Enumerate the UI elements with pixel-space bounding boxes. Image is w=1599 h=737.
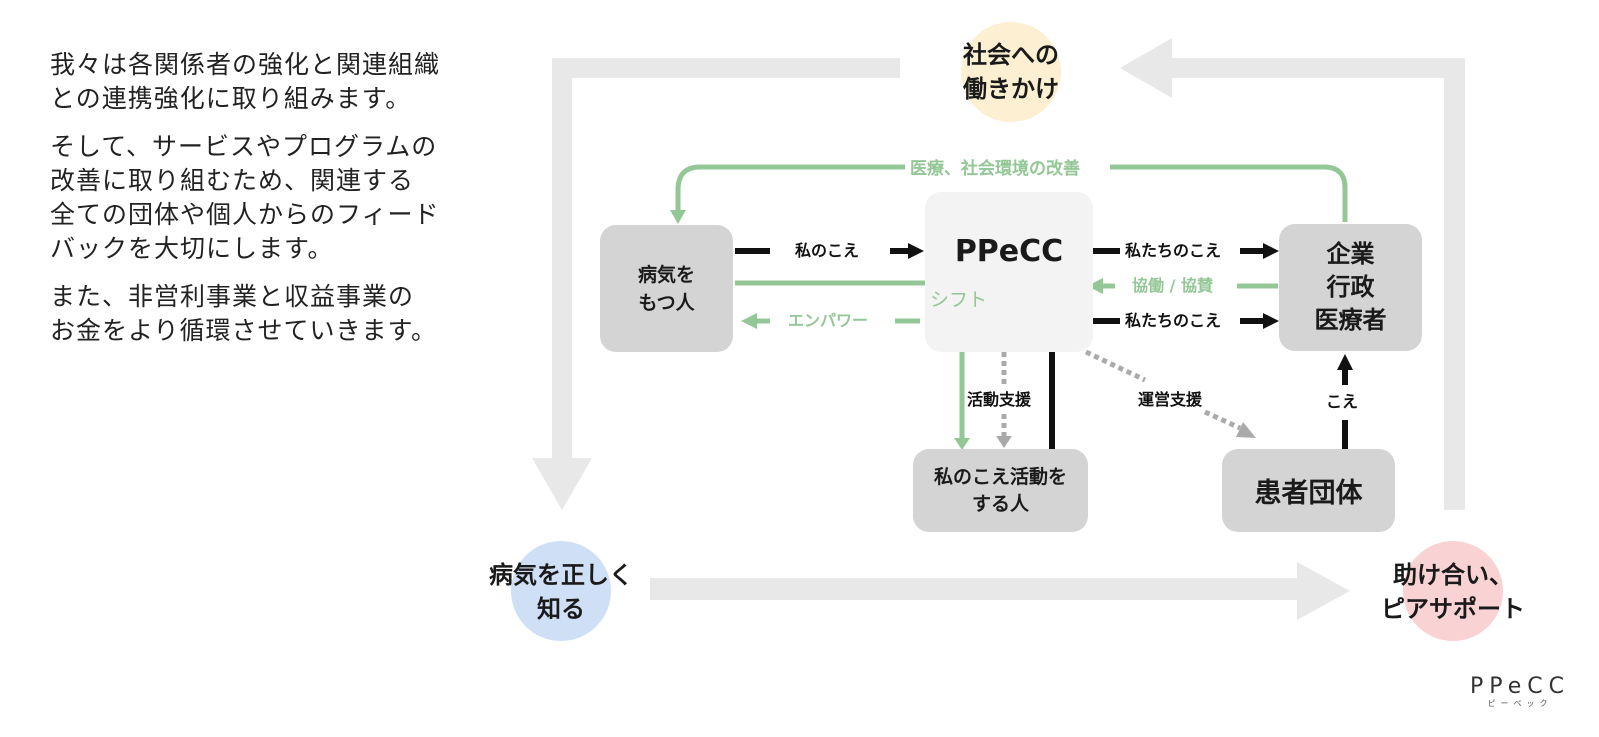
label-voice: こえ bbox=[1326, 392, 1359, 411]
label-activity-support: 活動支援 bbox=[967, 390, 1032, 409]
improvement-arrowhead bbox=[670, 210, 686, 224]
circle-knowledge bbox=[511, 541, 611, 641]
ppecc-logo: PPeCC ピーペック bbox=[1470, 675, 1570, 709]
cycle-arrow-right bbox=[650, 562, 1350, 620]
intro-paragraph-1: 我々は各関係者の強化と関連組織 との連携強化に取り組みます。 bbox=[50, 50, 441, 113]
logo-reading: ピーペック bbox=[1487, 699, 1553, 708]
operation-support-line-a bbox=[1084, 349, 1147, 383]
intro-paragraph-2: そして、サービスやプログラムの 改善に取り組むため、関連する 全ての団体や個人か… bbox=[50, 132, 440, 263]
collaboration-arrowhead bbox=[1087, 278, 1103, 294]
voice-arrowhead bbox=[1337, 354, 1353, 370]
my-voice-arrowhead bbox=[908, 243, 924, 259]
node-activist: 私のこえ活動を する人 bbox=[913, 449, 1088, 532]
label-our-voice-2: 私たちのこえ bbox=[1125, 311, 1222, 330]
circle-society bbox=[961, 22, 1061, 122]
label-empower: エンパワー bbox=[788, 311, 869, 330]
node-patient-group: 患者団体 bbox=[1222, 449, 1395, 532]
cycle-arrow-down bbox=[532, 58, 900, 510]
our-voice-2-arrowhead bbox=[1263, 313, 1279, 329]
circle-knowledge-label: 病気を正しく 知る bbox=[489, 561, 633, 623]
label-collaboration: 協働 / 協賛 bbox=[1132, 276, 1213, 295]
activity-support-arrowhead bbox=[996, 436, 1012, 448]
node-patient: 病気を もつ人 bbox=[600, 225, 733, 352]
node-ppecc: PPeCC bbox=[925, 192, 1093, 352]
intro-paragraph-3: また、非営利事業と収益事業の お金をより循環させていきます。 bbox=[50, 282, 438, 345]
operation-support-arrowhead bbox=[1236, 422, 1256, 438]
cycle-arrow-up-left bbox=[1120, 38, 1465, 510]
circle-peer-support-label: 助け合い、 ピアサポート bbox=[1381, 561, 1525, 623]
logo-wordmark: PPeCC bbox=[1470, 674, 1571, 699]
label-shift: シフト bbox=[930, 289, 988, 311]
label-improvement: 医療、社会環境の改善 bbox=[910, 159, 1080, 179]
node-stakeholders: 企業 行政 医療者 bbox=[1279, 224, 1422, 351]
circle-peer-support bbox=[1403, 541, 1503, 641]
label-operation-support: 運営支援 bbox=[1138, 390, 1203, 409]
operation-support-line-b bbox=[1203, 409, 1242, 431]
label-my-voice: 私のこえ bbox=[795, 241, 860, 260]
label-our-voice-1: 私たちのこえ bbox=[1125, 241, 1222, 260]
shift-arrowhead bbox=[954, 438, 970, 450]
empower-arrowhead bbox=[741, 313, 757, 329]
our-voice-1-arrowhead bbox=[1263, 243, 1279, 259]
improvement-line bbox=[675, 164, 1348, 222]
circle-society-label: 社会への 働きかけ bbox=[963, 41, 1059, 103]
intro-text: 我々は各関係者の強化と関連組織 との連携強化に取り組みます。 そして、サービスや… bbox=[50, 48, 520, 362]
cycle-arrows bbox=[532, 38, 1465, 620]
